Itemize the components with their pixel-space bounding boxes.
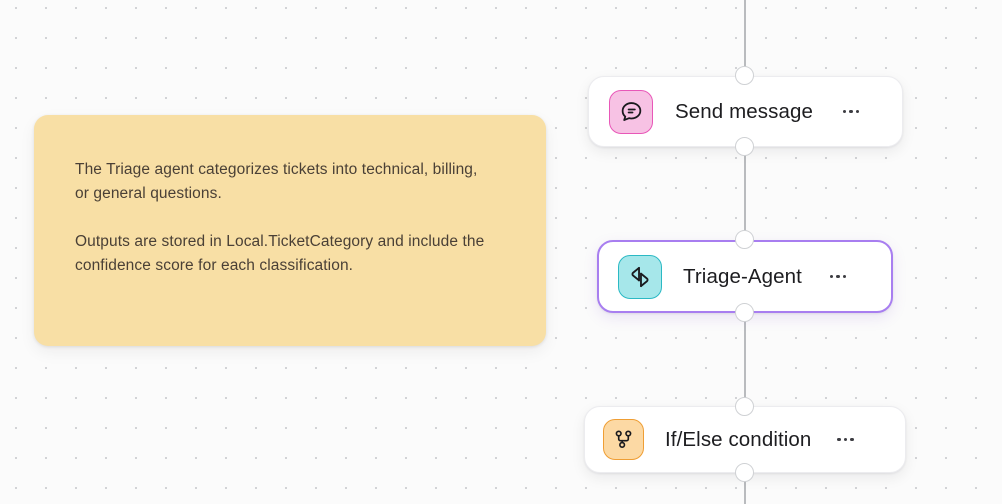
node-if-else-condition-label: If/Else condition: [665, 427, 812, 451]
port-triage-agent-top[interactable]: [735, 230, 754, 249]
code-hexagon-icon: [618, 254, 662, 299]
sticky-note-spacer: [75, 206, 506, 230]
edge-if-else-to-bottom: [744, 472, 746, 504]
node-triage-agent-menu-icon[interactable]: [829, 274, 847, 279]
node-triage-agent[interactable]: Triage-Agent: [597, 240, 893, 313]
sticky-note[interactable]: The Triage agent categorizes tickets int…: [34, 115, 546, 346]
edge-send-message-to-triage: [744, 146, 746, 240]
sticky-note-paragraph-2: Outputs are stored in Local.TicketCatego…: [75, 233, 485, 274]
port-send-message-top[interactable]: [735, 66, 754, 85]
node-send-message[interactable]: Send message: [588, 76, 903, 147]
branch-fork-icon: [603, 419, 644, 460]
edge-top-to-send-message: [744, 0, 746, 76]
port-triage-agent-bottom[interactable]: [735, 303, 754, 322]
node-send-message-label: Send message: [675, 99, 813, 123]
port-if-else-top[interactable]: [735, 397, 754, 416]
edge-triage-to-if-else: [744, 312, 746, 406]
node-if-else-condition-menu-icon[interactable]: [837, 437, 854, 442]
port-send-message-bottom[interactable]: [735, 137, 754, 156]
chat-bubble-icon: [609, 89, 653, 134]
port-if-else-bottom[interactable]: [735, 463, 754, 482]
node-if-else-condition[interactable]: If/Else condition: [584, 406, 906, 473]
node-triage-agent-label: Triage-Agent: [683, 264, 802, 288]
sticky-note-paragraph-1: The Triage agent categorizes tickets int…: [75, 161, 478, 202]
node-send-message-menu-icon[interactable]: [842, 109, 860, 114]
